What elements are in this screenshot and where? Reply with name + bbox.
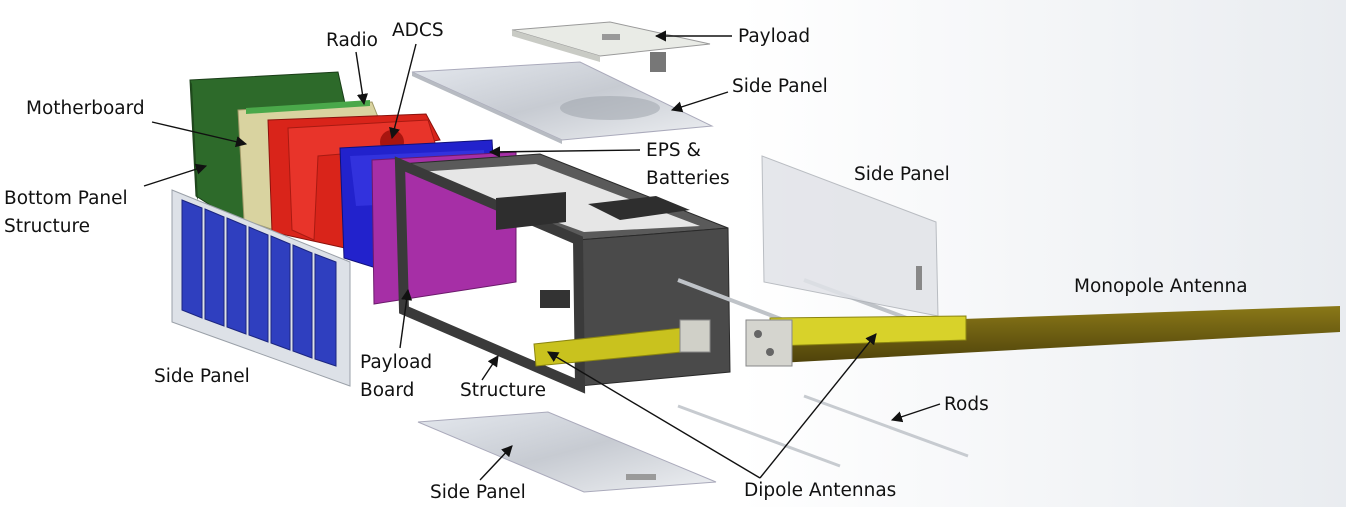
rod-loose-2 [803,394,969,458]
label-bottom-panel-line1: Bottom Panel [4,188,128,209]
leader-lines [143,30,941,481]
arrow-radio [355,51,369,106]
label-radio: Radio [326,30,378,51]
label-dipole-antennas: Dipole Antennas [744,480,897,501]
arrow-rods [890,403,941,423]
side-panel-bottom-part [417,411,717,493]
arrow-motherboard [151,121,248,148]
arrow-structure [481,355,499,381]
monopole-antenna-part [760,306,1340,364]
label-structure: Structure [460,380,547,401]
dipole-antenna-left-part [533,319,711,367]
arrow-side-panel-bottom [479,445,513,481]
label-eps-line1: EPS & [646,140,701,161]
arrow-side-panel-top [670,91,729,113]
label-payload-board-line1: Payload [360,352,433,373]
label-payload-board-line2: Board [360,380,415,401]
arrow-eps [488,146,641,158]
label-side-panel-top: Side Panel [732,76,828,97]
arrow-bottom-panel [143,163,208,187]
dipole-antenna-right-part [745,315,967,367]
side-panel-top-part [411,61,714,144]
label-side-panel-bottom: Side Panel [430,482,526,503]
label-bottom-panel-line2: Structure [4,216,91,237]
label-payload: Payload [738,26,811,47]
label-side-panel-left: Side Panel [154,366,250,387]
label-adcs: ADCS [392,20,444,41]
label-motherboard: Motherboard [26,98,145,119]
side-panel-left-part [171,189,351,387]
payload-part [511,21,711,72]
label-monopole-antenna: Monopole Antenna [1074,276,1248,297]
label-rods: Rods [944,394,989,415]
arrow-adcs [389,43,417,140]
label-eps-line2: Batteries [646,168,730,189]
arrow-payload-board [399,288,413,349]
label-side-panel-right: Side Panel [854,164,950,185]
rod-loose-1 [677,404,841,468]
arrow-dipole-right [759,333,877,479]
arrow-dipole-left [547,351,761,479]
